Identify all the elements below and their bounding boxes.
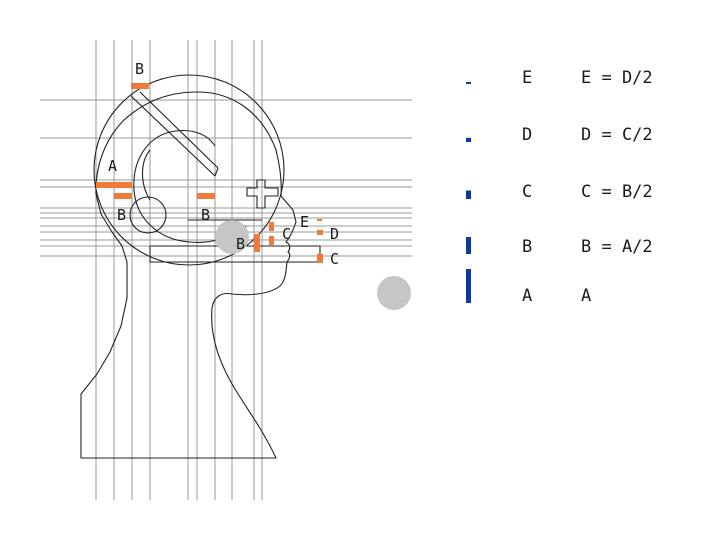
- grey-reference-circle: [377, 276, 411, 310]
- legend-scale-bar: [466, 137, 471, 142]
- eye-grey-circle: [215, 220, 249, 254]
- legend-formula: B = A/2: [581, 237, 653, 257]
- legend-key: D: [522, 125, 532, 145]
- legend-formula: C = B/2: [581, 182, 653, 202]
- measure-mark-c-vertical-2: [269, 236, 274, 245]
- legend-scale-bar: [466, 190, 471, 199]
- ear-small-circle: [129, 196, 167, 234]
- legend-key: B: [522, 237, 532, 257]
- ear-inner-curve: [141, 149, 151, 201]
- temple-diagonal-end: [214, 167, 219, 177]
- measure-mark-b-vertical: [254, 234, 260, 252]
- label-b-left: B: [117, 206, 126, 224]
- legend-key: C: [522, 182, 532, 202]
- measure-mark-e: [317, 219, 322, 221]
- legend-scale-bar: [466, 82, 471, 84]
- head-silhouette: [80, 74, 321, 459]
- legend-row: D D = C/2: [466, 125, 653, 145]
- label-b-center: B: [236, 235, 245, 253]
- measure-mark-a: [96, 182, 132, 188]
- profile-outline: [80, 91, 297, 459]
- measure-mark-c-right: [317, 254, 323, 263]
- construction-grid: [40, 40, 412, 500]
- temple-diagonal: [130, 95, 216, 177]
- label-d-right: D: [330, 225, 339, 243]
- label-b-top: B: [135, 60, 144, 78]
- legend-scale-bar: [466, 269, 471, 303]
- legend-formula: D = C/2: [581, 125, 653, 145]
- label-c-right: C: [330, 250, 339, 268]
- measure-mark-b-top: [131, 83, 149, 89]
- measure-mark-b-left: [114, 193, 132, 199]
- label-a-left: A: [108, 157, 117, 175]
- diagram-labels: B A B B B C E D C: [108, 60, 339, 268]
- legend-key: E: [522, 68, 532, 88]
- legend-row: E E = D/2: [466, 68, 653, 88]
- legend-row: C C = B/2: [466, 182, 653, 202]
- orange-measure-marks: [96, 83, 323, 263]
- legend-row: B B = A/2: [466, 237, 653, 257]
- label-c-mid: C: [282, 225, 291, 243]
- measure-mark-b-mid: [197, 193, 215, 199]
- legend-key: A: [522, 286, 532, 306]
- temple-diagonal: [139, 91, 219, 169]
- measure-mark-c-vertical-1: [269, 222, 274, 231]
- cross-mark: [246, 179, 279, 209]
- label-b-mid: B: [201, 206, 210, 224]
- legend-scale-bar: [466, 237, 471, 254]
- legend-formula: A: [581, 286, 591, 306]
- measure-mark-d: [317, 230, 323, 235]
- label-e-right: E: [300, 213, 309, 231]
- ear-spiral: [133, 129, 247, 243]
- skull-circle: [93, 74, 285, 266]
- legend-formula: E = D/2: [581, 68, 653, 88]
